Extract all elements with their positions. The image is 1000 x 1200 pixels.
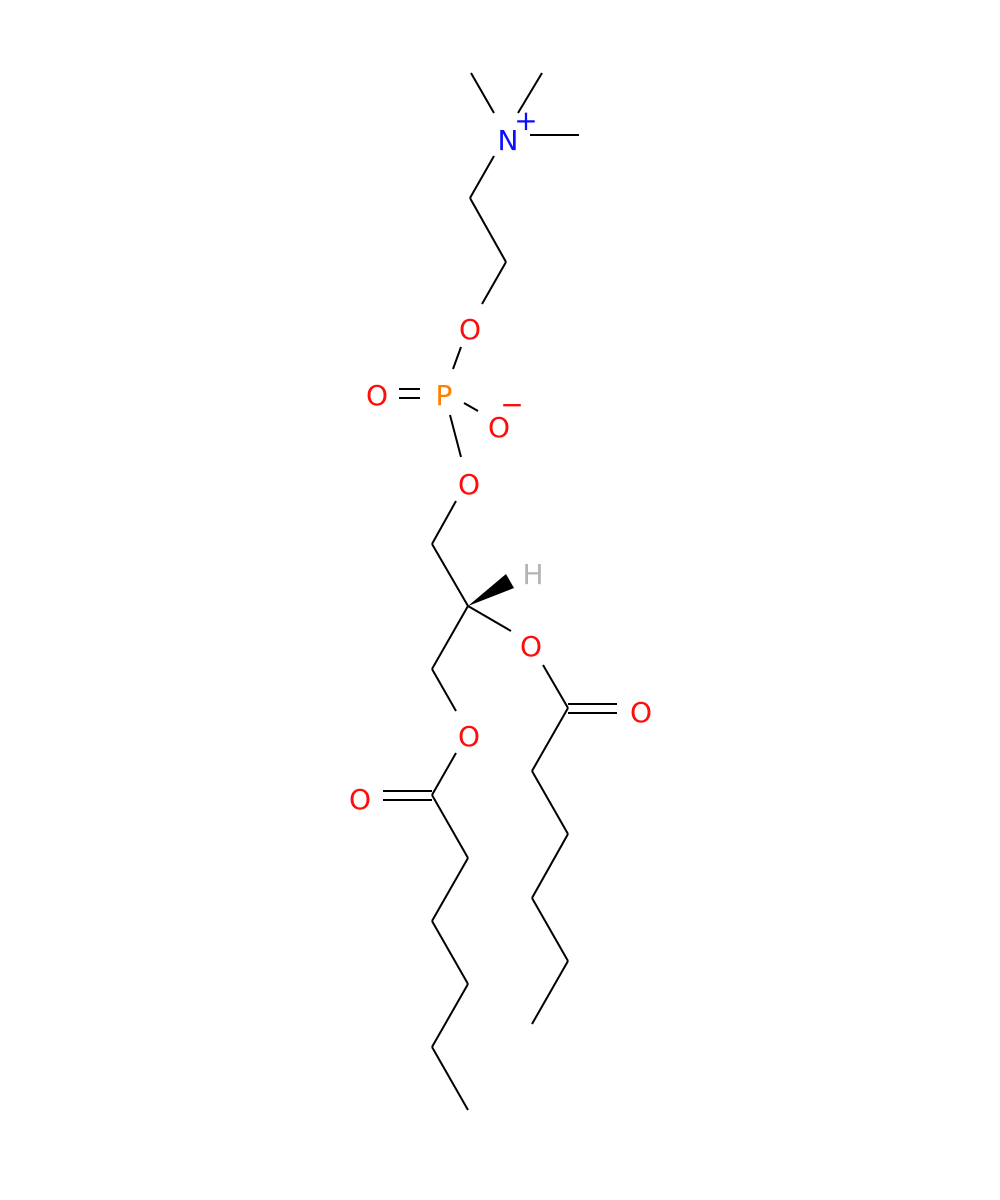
bond-left-chain-4 xyxy=(431,983,469,1048)
bond-left-chain-2 xyxy=(431,857,469,922)
atom-oxygen-carbonyl-right: O xyxy=(630,696,652,729)
bond-right-chain-3 xyxy=(531,833,569,899)
atom-oxygen-glycerol: O xyxy=(458,468,480,501)
bond-ch-ch2-sn1 xyxy=(431,605,469,670)
bond-methyl-top xyxy=(517,72,543,114)
bond-right-chain-4 xyxy=(531,897,569,962)
bond-right-chain-1 xyxy=(531,707,569,772)
charge-plus: + xyxy=(514,104,537,137)
atom-hydrogen: H xyxy=(522,558,543,591)
atom-oxygen-sn1: O xyxy=(458,720,480,753)
bond-c1-c2 xyxy=(469,197,507,263)
bond-ch2-ch xyxy=(431,543,469,607)
wedge-bond-h xyxy=(468,574,514,606)
bond-methyl-left xyxy=(470,72,495,114)
atom-oxygen-carbonyl-left: O xyxy=(349,783,371,816)
atom-phosphorus: P xyxy=(436,379,453,412)
atom-labels: N + O O P O − O H O O O O xyxy=(349,104,652,816)
bond-right-chain-5 xyxy=(531,960,569,1025)
bond-left-chain-1 xyxy=(431,794,469,859)
bond-left-chain-3 xyxy=(431,920,469,985)
bonds xyxy=(383,72,617,1111)
bond-ch-o-sn2 xyxy=(467,605,512,632)
bond-c2-o xyxy=(481,261,507,305)
bond-p-o-ester xyxy=(449,414,462,458)
bond-o-p-top xyxy=(452,346,462,370)
atom-nitrogen: N xyxy=(498,124,519,157)
atom-oxygen-phosphoryl: O xyxy=(366,379,388,412)
bond-o-ch2 xyxy=(431,500,457,545)
atom-oxygen-sn2: O xyxy=(520,630,542,663)
bond-osn2-carbonyl xyxy=(542,664,569,709)
bond-ch2-o-sn1 xyxy=(431,668,457,712)
atom-oxygen-anion: O xyxy=(488,411,510,444)
bond-right-chain-2 xyxy=(531,770,569,835)
bond-n-c1 xyxy=(469,155,495,199)
bond-left-chain-5 xyxy=(431,1046,469,1111)
charge-minus: − xyxy=(500,388,523,421)
bond-p-ominus xyxy=(463,402,479,412)
bond-osn1-carbonyl xyxy=(431,752,457,796)
atom-oxygen-choline: O xyxy=(459,313,481,346)
